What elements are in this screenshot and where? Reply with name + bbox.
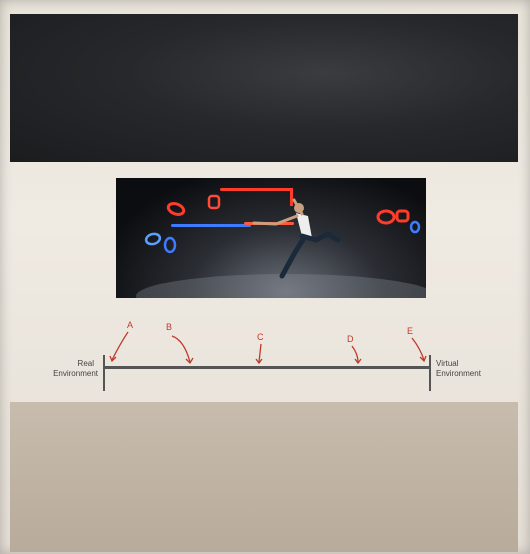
marker-c-label: C [257, 332, 264, 342]
dancer-figure [252, 198, 341, 279]
marker-a-arrow [111, 331, 129, 361]
blue-ring [144, 232, 162, 246]
marker-a-label: A [127, 320, 133, 330]
marker-b-arrow [171, 335, 191, 363]
marker-e-arrow [411, 337, 425, 361]
left-end-cap [103, 355, 105, 391]
continuum-diagram: Real Environment Virtual Environment A B… [53, 320, 482, 391]
virtual-label-2: Environment [436, 369, 482, 378]
floor-glow [136, 274, 426, 298]
blue-ring-2 [163, 236, 177, 254]
continuum-line [104, 366, 430, 369]
marker-c-arrow [258, 343, 262, 363]
blue-light-beam [171, 224, 251, 227]
real-label-2: Environment [53, 369, 99, 378]
marker-b-arrowhead [185, 357, 194, 365]
marker-e-label: E [407, 326, 413, 336]
right-end-cap [429, 355, 431, 391]
dark-video-panel [10, 14, 518, 162]
marker-d-arrowhead [354, 358, 362, 365]
red-ring [166, 202, 186, 216]
marker-a-arrowhead [109, 355, 117, 363]
beige-panel [10, 402, 518, 552]
dancer-photo [116, 178, 426, 298]
red-light-bar-vertical [290, 188, 293, 206]
red-light-bar [220, 188, 292, 191]
marker-b-label: B [166, 322, 172, 332]
virtual-label-1: Virtual [436, 359, 459, 368]
blue-ring-right [409, 220, 421, 234]
red-ring-small [207, 194, 221, 210]
marker-c-arrowhead [255, 358, 263, 365]
red-ring-right-2 [395, 209, 410, 223]
marker-e-arrowhead [419, 355, 427, 363]
reality-virtuality-continuum: Real Environment Virtual Environment A B… [0, 310, 530, 400]
dancer-illustration [136, 188, 426, 298]
real-label-1: Real [78, 359, 95, 368]
marker-d-arrow [351, 345, 359, 363]
marker-d-label: D [347, 334, 354, 344]
red-ring-right [376, 209, 396, 225]
